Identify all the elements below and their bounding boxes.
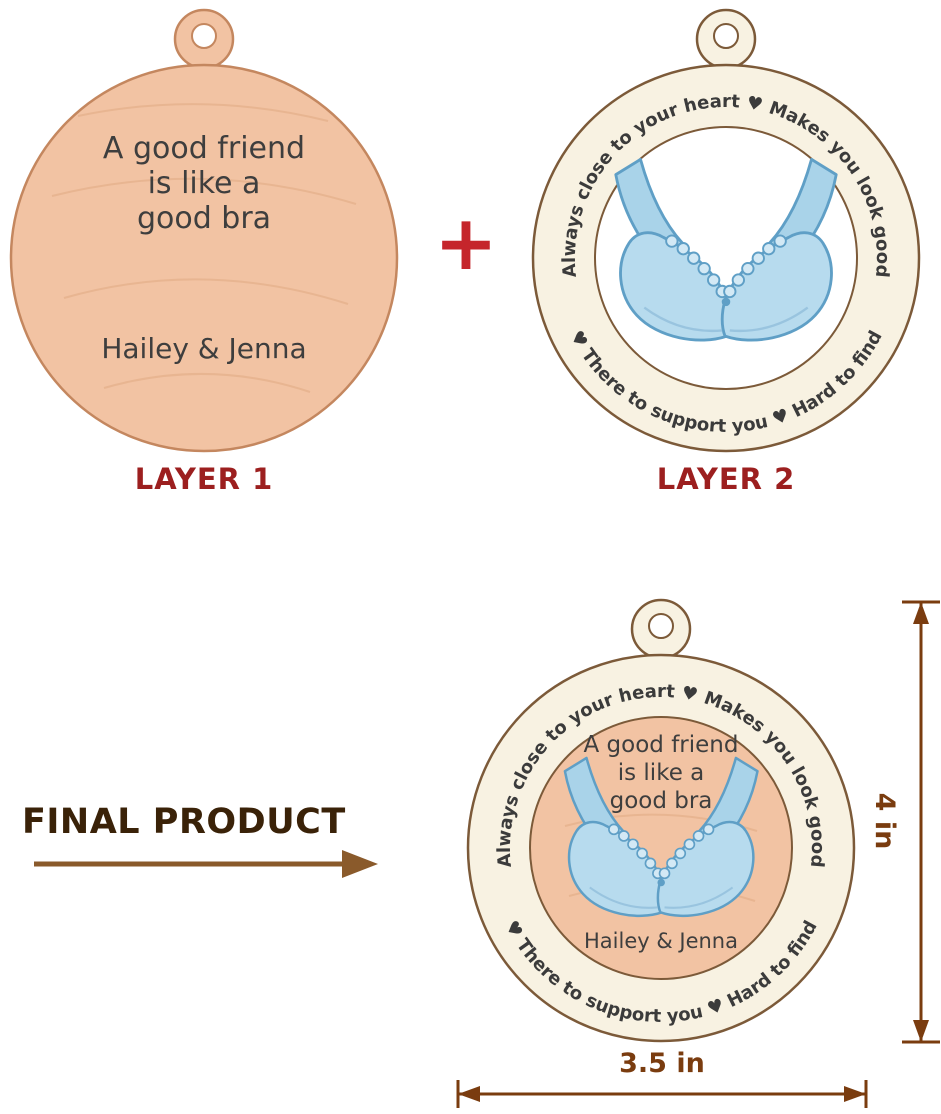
final-product-label: FINAL PRODUCT [22,802,346,842]
layer2-label: LAYER 2 [656,462,796,496]
final-product-arrow-icon [34,850,378,878]
layer1-ornament-svg: A good friend is like a good bra Hailey … [9,8,399,453]
dimension-height-line [902,600,940,1044]
plus-sign: + [434,198,498,287]
dimension-width-label: 3.5 in [619,1048,705,1079]
wood-disc [9,63,399,453]
quote-line-2: is like a [148,166,261,201]
hanger-hole [713,23,739,49]
final-ornament: A good friend is like a good bra Hailey … [465,596,857,1046]
quote-line-1: A good friend [103,131,305,166]
quote-line-3: good bra [610,788,713,814]
layer2-ornament-svg: Always close to your heart ♥ Makes you l… [531,8,921,453]
quote-line-2: is like a [618,760,705,786]
layer1-label: LAYER 1 [134,462,274,496]
final-ornament-svg: A good friend is like a good bra Hailey … [466,598,856,1043]
dimension-width-line [456,1080,868,1108]
quote-line-1: A good friend [584,732,739,758]
quote-line-3: good bra [137,201,271,236]
layer2-ornament: Always close to your heart ♥ Makes you l… [530,6,922,456]
wood-grain [51,103,357,393]
names-text: Hailey & Jenna [584,929,738,953]
names-text: Hailey & Jenna [101,332,306,365]
dimension-height-label: 4 in [869,792,900,850]
layer1-ornament: A good friend is like a good bra Hailey … [8,6,400,456]
hanger-hole [191,23,217,49]
hanger-hole [648,613,674,639]
